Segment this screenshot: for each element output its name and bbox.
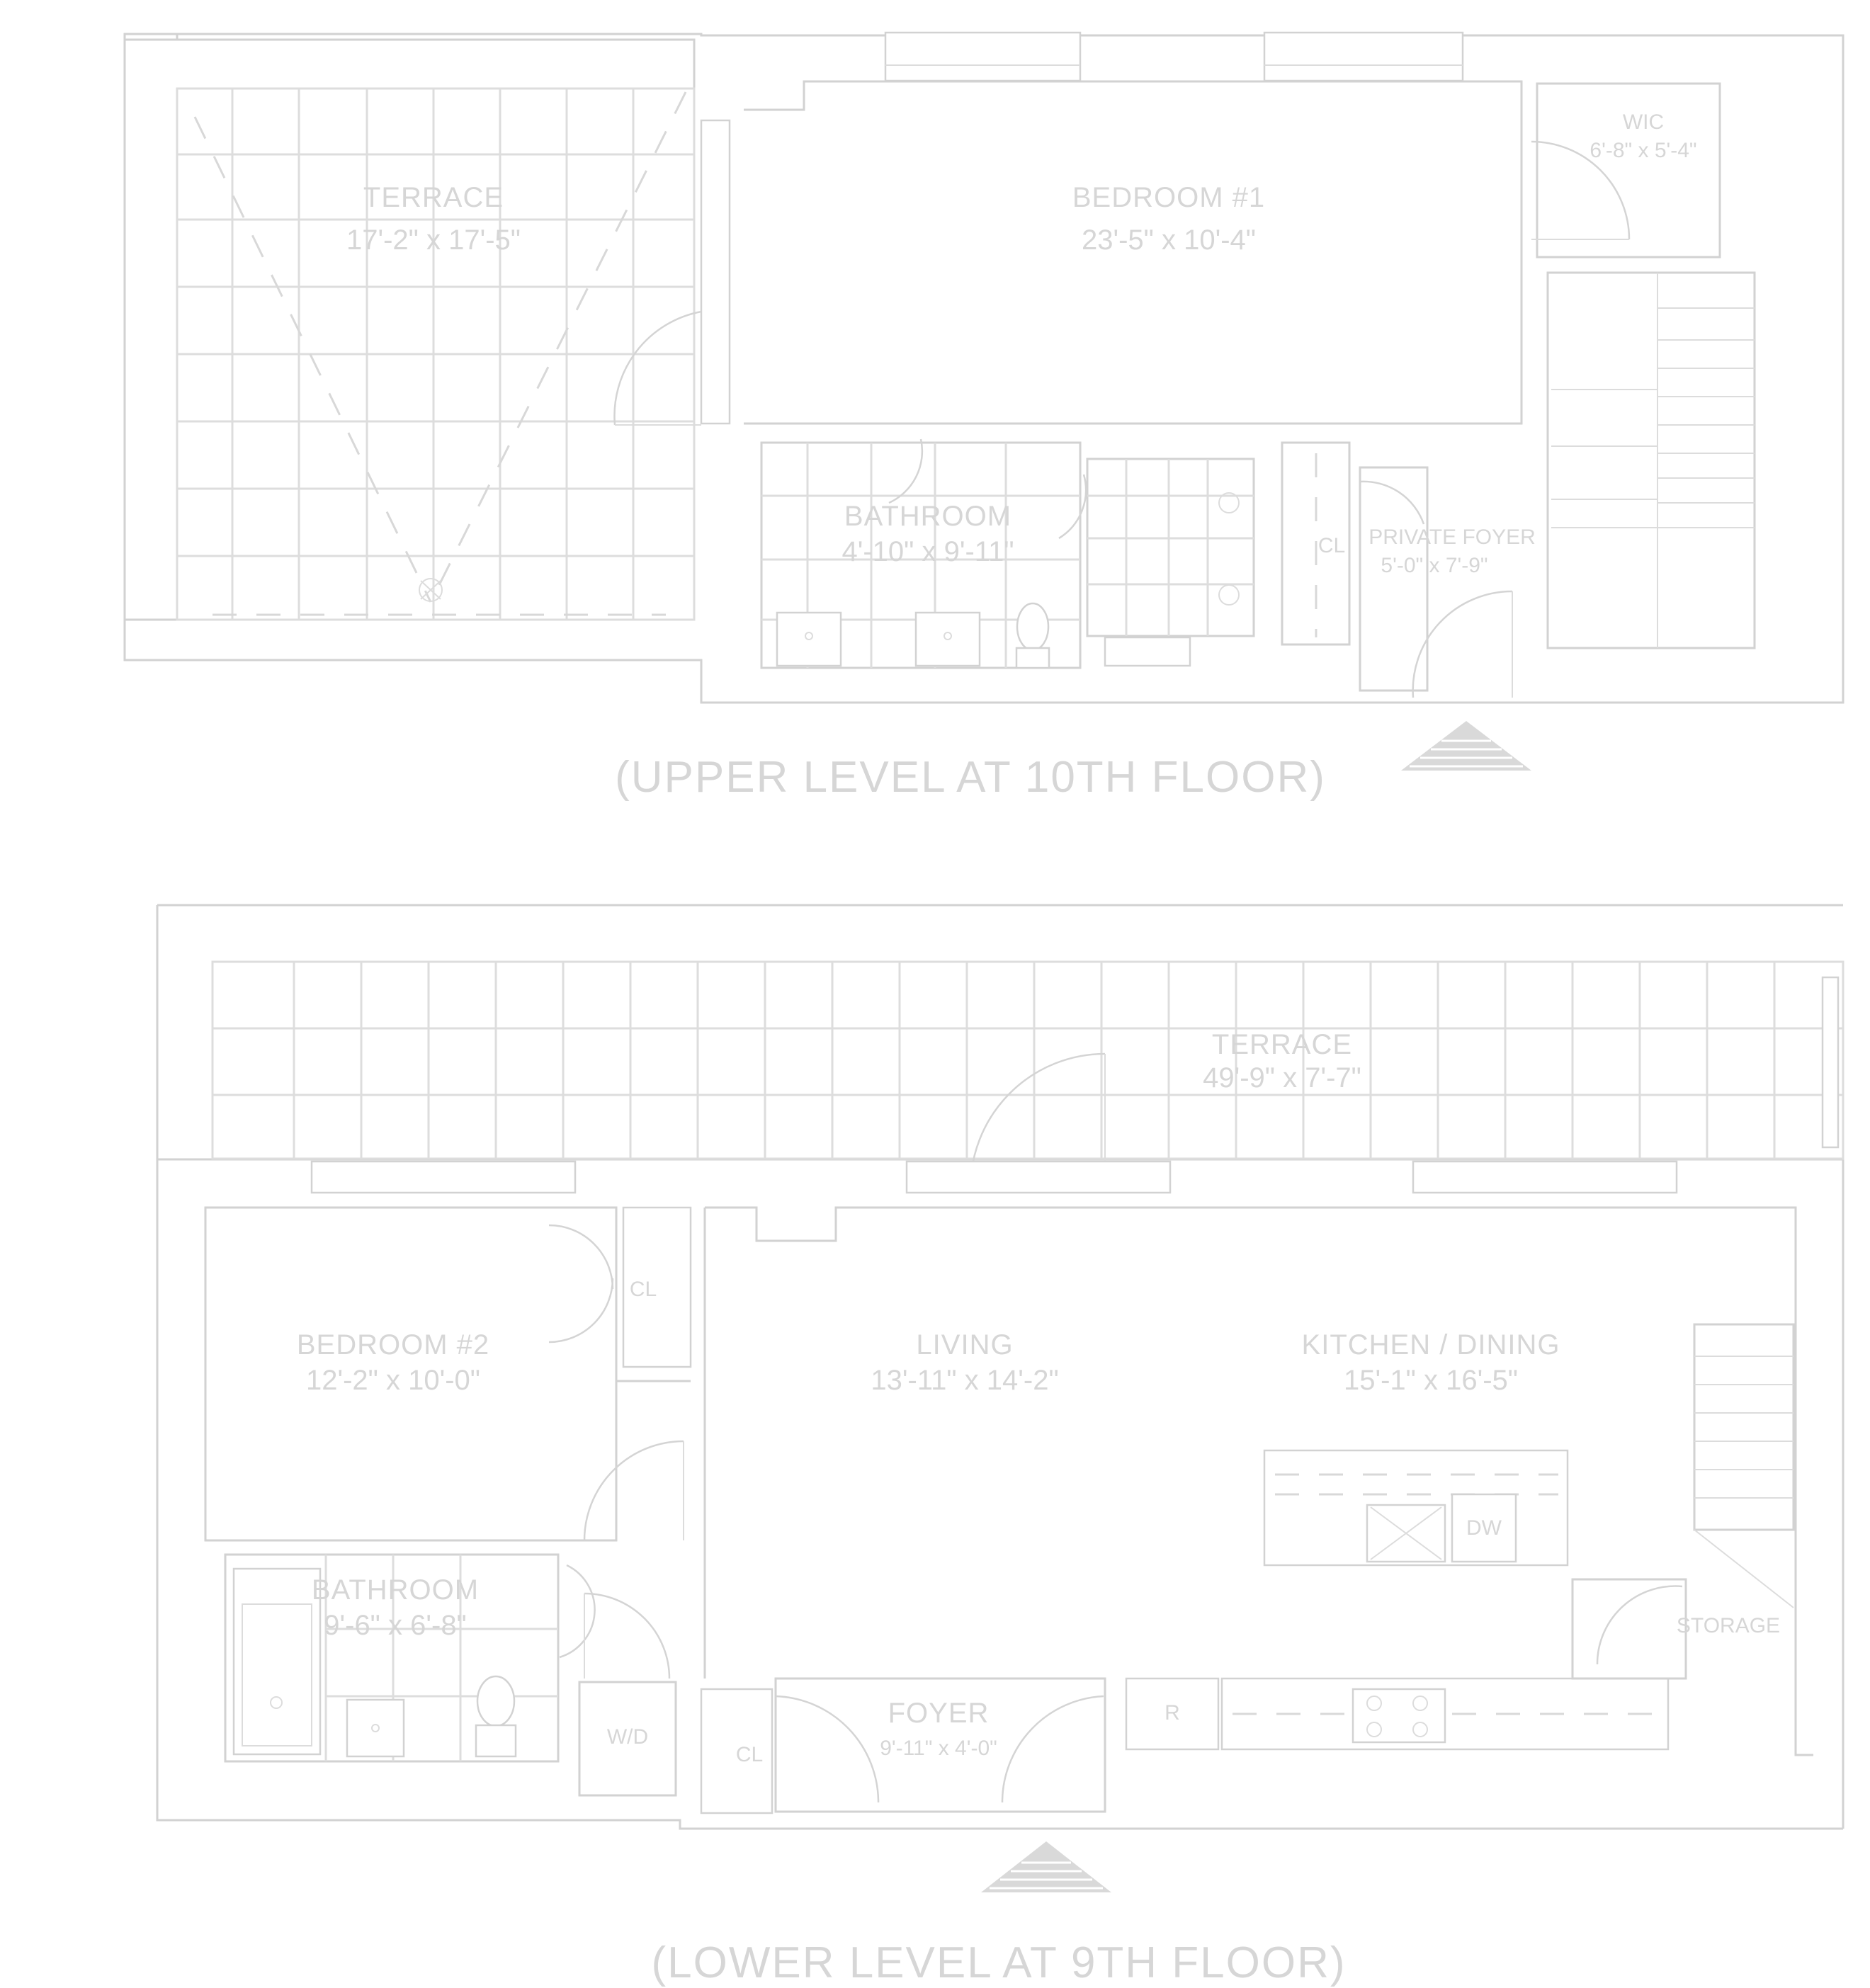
living-dims: 13'-11" x 14'-2" (871, 1365, 1058, 1396)
upper-level-label: (UPPER LEVEL AT 10TH FLOOR) (615, 753, 1326, 802)
bedroom-closet-name: CL (630, 1278, 657, 1301)
upper-bathroom-dims: 4'-10" x 9'-11" (842, 536, 1014, 567)
private-foyer-dims: 5'-0" x 7'-9" (1381, 554, 1488, 577)
refrigerator-label: R (1164, 1701, 1180, 1725)
stair-icon (1693, 1323, 1795, 1608)
upper-bathroom (760, 438, 1255, 669)
bedroom2-dims: 12'-2" x 10'-0" (306, 1365, 480, 1396)
kitchen-dims: 15'-1" x 16'-5" (1344, 1365, 1518, 1396)
living-name: LIVING (916, 1329, 1013, 1361)
upper-terrace-dims: 17'-2" x 17'-5" (346, 225, 521, 256)
foyer-name: FOYER (888, 1698, 990, 1729)
foyer-dims: 9'-11" x 4'-0" (880, 1737, 997, 1760)
lower-level-label: (LOWER LEVEL AT 9TH FLOOR) (651, 1938, 1346, 1987)
washer-dryer-label: W/D (607, 1725, 648, 1749)
bedroom1-name: BEDROOM #1 (1072, 182, 1265, 213)
upper-level: TERRACE 17'-2" x 17'-5" BEDROOM #1 23'-5… (123, 31, 1844, 802)
lower-windows (310, 1160, 1678, 1194)
bedroom2-name: BEDROOM #2 (297, 1329, 489, 1361)
storage-label: STORAGE (1677, 1614, 1780, 1637)
upper-terrace-grid (176, 87, 696, 621)
kitchen-name: KITCHEN / DINING (1302, 1329, 1560, 1361)
lower-bathroom-name: BATHROOM (312, 1574, 479, 1606)
lower-terrace-dims: 49'-9" x 7'-7" (1203, 1062, 1361, 1094)
lower-bathroom (224, 1553, 596, 1763)
lower-level: TERRACE 49'-9" x 7'-7" BEDROOM #2 12'-2"… (156, 904, 1844, 1987)
kitchen-counter (1125, 1677, 1670, 1751)
lower-terrace-name: TERRACE (1212, 1029, 1352, 1060)
bedroom1-dims: 23'-5" x 10'-4" (1082, 225, 1256, 256)
upper-closet-name: CL (1318, 534, 1345, 557)
foyer-closet-name: CL (736, 1743, 763, 1766)
north-arrow-icon (1401, 721, 1531, 771)
lower-bathroom-dims: 9'-6" x 6'-8" (324, 1610, 467, 1641)
wic-name: WIC (1623, 110, 1664, 134)
upper-terrace-name: TERRACE (363, 182, 504, 213)
upper-windows (884, 31, 1464, 82)
upper-stair (1546, 271, 1756, 649)
kitchen-island (1263, 1449, 1569, 1567)
north-arrow-icon (981, 1841, 1111, 1892)
lower-terrace-grid (211, 960, 1844, 1191)
private-foyer-name: PRIVATE FOYER (1368, 526, 1536, 549)
dishwasher-label: DW (1466, 1516, 1502, 1540)
wic-dims: 6'-8" x 5'-4" (1590, 139, 1696, 162)
upper-bathroom-name: BATHROOM (844, 501, 1012, 532)
